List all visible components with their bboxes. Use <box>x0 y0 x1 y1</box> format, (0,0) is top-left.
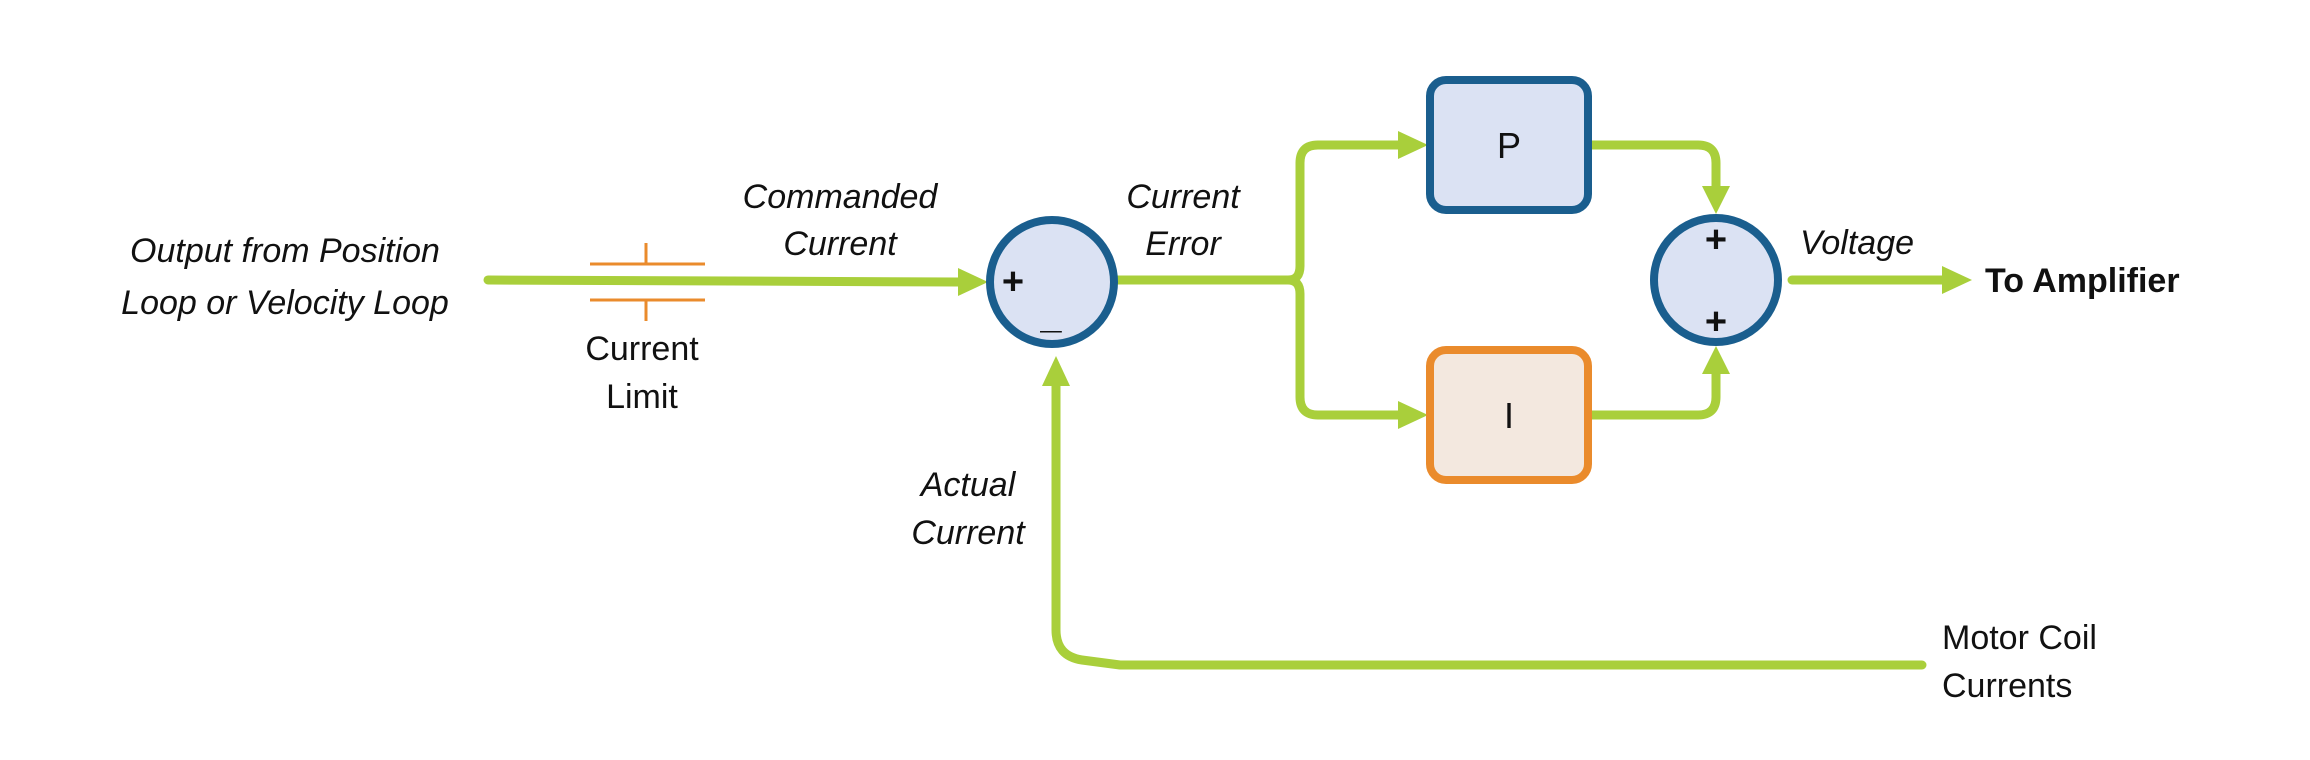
sum1-plus-sign: + <box>1002 261 1024 303</box>
summing-junction-1: + _ <box>986 216 1118 348</box>
i-output-wire <box>1585 367 1721 420</box>
current-limit-symbol <box>590 243 705 321</box>
split-wire-top <box>1283 140 1403 285</box>
i-input-arrowhead <box>1398 401 1428 429</box>
p-input-arrowhead <box>1398 131 1428 159</box>
i-block-label: I <box>1504 395 1514 436</box>
current-error-label: Current Error <box>1126 178 1241 263</box>
p-block-label: P <box>1497 125 1521 166</box>
svg-text:Current: Current <box>783 225 898 263</box>
input-arrowhead <box>958 268 988 296</box>
actual-current-label: Actual Current <box>911 466 1026 552</box>
svg-text:Current: Current <box>911 514 1026 552</box>
summing-junction-2: + + <box>1650 214 1782 346</box>
motor-coil-label: Motor Coil Currents <box>1942 619 2097 705</box>
input-wire <box>483 275 963 287</box>
i-sum-arrowhead <box>1702 346 1730 374</box>
svg-text:Current: Current <box>585 330 699 368</box>
p-output-wire <box>1585 140 1721 193</box>
p-sum-arrowhead <box>1702 186 1730 214</box>
split-wire-bottom <box>1283 275 1403 420</box>
feedback-wire <box>1051 381 1927 670</box>
input-label: Output from Position Loop or Velocity Lo… <box>121 232 449 322</box>
svg-text:Current: Current <box>1126 178 1241 216</box>
commanded-current-label: Commanded Current <box>743 178 939 263</box>
current-limit-label: Current Limit <box>585 330 699 416</box>
svg-text:Currents: Currents <box>1942 667 2072 705</box>
svg-text:Error: Error <box>1145 225 1222 263</box>
sum2-plus-bottom: + <box>1705 301 1727 343</box>
i-block: I <box>1426 346 1592 484</box>
sum2-plus-top: + <box>1705 219 1727 261</box>
voltage-arrowhead <box>1942 266 1972 294</box>
svg-text:Output from Position: Output from Position <box>130 232 440 270</box>
p-block: P <box>1426 76 1592 214</box>
output-label: To Amplifier <box>1985 262 2180 300</box>
svg-text:Commanded: Commanded <box>743 178 939 216</box>
svg-text:Actual: Actual <box>919 466 1017 504</box>
svg-text:Motor Coil: Motor Coil <box>1942 619 2097 657</box>
voltage-label: Voltage <box>1800 224 1914 262</box>
svg-text:Loop or Velocity Loop: Loop or Velocity Loop <box>121 284 449 322</box>
feedback-arrowhead <box>1042 356 1070 386</box>
svg-text:Limit: Limit <box>606 378 678 416</box>
sum1-minus-sign: _ <box>1039 295 1062 337</box>
